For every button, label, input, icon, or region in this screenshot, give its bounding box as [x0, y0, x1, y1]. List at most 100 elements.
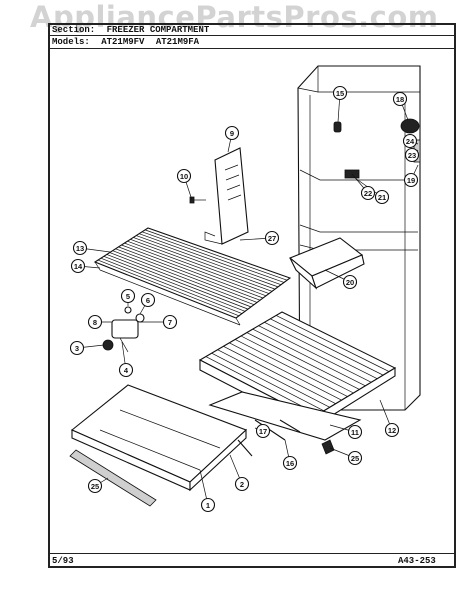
callout-27: 27: [264, 230, 280, 246]
callout-circle: [374, 189, 390, 205]
callout-24: 24: [402, 133, 418, 149]
callout-21: 21: [374, 189, 390, 205]
callout-number: 4: [124, 366, 129, 375]
callout-number: 7: [168, 318, 172, 327]
callout-3: 3: [69, 340, 85, 356]
callout-12: 12: [384, 422, 400, 438]
shelf-wire: [103, 256, 246, 312]
section-header: Section: FREEZER COMPARTMENT: [52, 25, 215, 35]
floor-rib: [240, 335, 354, 394]
callout-number: 3: [75, 344, 79, 353]
callout-10: 10: [176, 168, 192, 184]
callout-circle: [234, 476, 250, 492]
callout-number: 27: [268, 234, 276, 243]
callout-circle: [70, 258, 86, 274]
callout-circle: [72, 240, 88, 256]
floor-rib: [270, 318, 384, 376]
callout-5: 5: [120, 288, 136, 304]
callout-circle: [402, 133, 418, 149]
shelf-wire: [115, 248, 258, 303]
floor-rib: [217, 349, 330, 408]
callout-circle: [392, 91, 408, 107]
callout-2: 2: [234, 476, 250, 492]
callout-number: 20: [346, 278, 354, 287]
callout-circle: [255, 423, 271, 439]
callout-25: 25: [347, 450, 363, 466]
callout-circle: [264, 230, 280, 246]
screw: [189, 196, 206, 204]
floor-rib: [223, 345, 336, 405]
trim-strips: [69, 439, 335, 507]
callout-25: 25: [87, 478, 103, 494]
callout-9: 9: [224, 125, 240, 141]
callout-number: 15: [336, 89, 344, 98]
callout-circle: [282, 455, 298, 471]
callout-number: 9: [230, 129, 234, 138]
shelf-wire: [141, 231, 285, 283]
callout-11: 11: [347, 424, 363, 440]
callout-number: 17: [259, 427, 267, 436]
floor-rib: [234, 339, 348, 397]
callout-8: 8: [87, 314, 103, 330]
bottom-tray: [70, 384, 248, 492]
callout-circle: [347, 424, 363, 440]
callout-number: 2: [240, 480, 244, 489]
floor-rib: [275, 315, 390, 372]
callout-circle: [200, 497, 216, 513]
callout-number: 25: [91, 482, 99, 491]
callout-circle: [162, 314, 178, 330]
callout-circle: [120, 288, 136, 304]
shelf-wire: [130, 239, 273, 292]
callout-circle: [332, 85, 348, 101]
callout-13: 13: [72, 240, 88, 256]
callout-20: 20: [342, 274, 358, 290]
callout-number: 19: [407, 176, 415, 185]
callout-number: 24: [406, 137, 415, 146]
callout-4: 4: [118, 362, 134, 378]
callout-number: 18: [396, 95, 404, 104]
shelf-wire: [127, 240, 270, 294]
callout-circle: [176, 168, 192, 184]
callout-circle: [384, 422, 400, 438]
callout-number: 25: [351, 454, 359, 463]
shelf-wire: [139, 233, 282, 285]
floor-rib: [264, 321, 378, 380]
callout-number: 10: [180, 172, 188, 181]
shelf-wire: [136, 235, 279, 288]
shelf-wire: [118, 246, 261, 301]
callout-circle: [140, 292, 156, 308]
wire-shelf: [93, 227, 292, 326]
callout-number: 5: [126, 292, 130, 301]
callout-circle: [224, 125, 240, 141]
callout-number: 6: [146, 296, 150, 305]
shelf-wire: [106, 254, 249, 310]
models-label: Models:: [52, 37, 90, 47]
footer-divider: [48, 553, 456, 554]
shelf-wire: [112, 250, 255, 305]
shelf-wire: [124, 242, 267, 297]
callout-19: 19: [403, 172, 419, 188]
callout-18: 18: [392, 91, 408, 107]
callout-number: 11: [351, 428, 359, 437]
callout-circle: [403, 172, 419, 188]
thermostat-assembly: [102, 306, 145, 353]
callout-17: 17: [255, 423, 271, 439]
callout-number: 22: [364, 189, 372, 198]
callout-circle: [347, 450, 363, 466]
floor-rib: [205, 356, 319, 415]
callout-number: 23: [408, 151, 416, 160]
floor-rib: [246, 332, 360, 390]
model-1: AT21M9FV: [101, 37, 145, 47]
callout-7: 7: [162, 314, 178, 330]
callout-number: 8: [93, 318, 97, 327]
callout-23: 23: [404, 147, 420, 163]
callout-circle: [69, 340, 85, 356]
footer-date: 5/93: [52, 556, 74, 566]
shelf-wire: [121, 244, 264, 299]
diagram-frame: [48, 23, 456, 568]
callout-circle: [87, 478, 103, 494]
callout-22: 22: [360, 185, 376, 201]
shelf-wire: [97, 259, 240, 317]
